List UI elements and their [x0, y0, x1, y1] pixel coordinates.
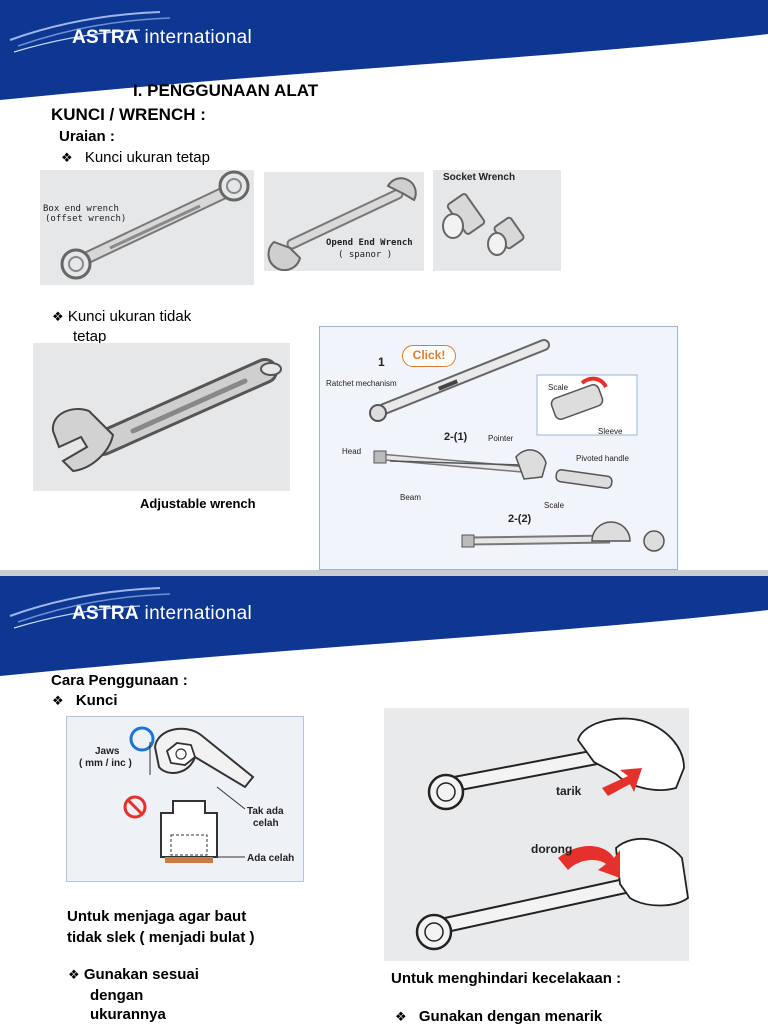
- hand-wrench-image: tarik dorong: [384, 708, 689, 961]
- socket-wrench-image: Socket Wrench: [433, 170, 561, 271]
- box-end-wrench-icon: [60, 170, 250, 280]
- left-bullet-line-2: dengan: [90, 987, 144, 1004]
- box-end-wrench-image: Box end wrench (offset wrench): [40, 170, 254, 285]
- torque-wrench-icon: [369, 339, 665, 552]
- adjustable-wrench-icon: [51, 358, 282, 473]
- wrench-fit-icon: [123, 726, 255, 863]
- bullet-kunci: ❖ Kunci: [52, 692, 118, 709]
- slide-separator: [0, 570, 768, 576]
- astra-logo: ASTRA international: [72, 27, 252, 48]
- left-text-line-1: Untuk menjaga agar baut: [67, 908, 247, 925]
- uraian-label: Uraian :: [59, 128, 115, 145]
- bullet-icon: ❖: [395, 1009, 407, 1024]
- astra-logo: ASTRA international: [72, 603, 252, 624]
- left-text-line-2: tidak slek ( menjadi bulat ): [67, 929, 255, 946]
- hand-pull-push-icon: [415, 717, 689, 951]
- cara-penggunaan-heading: Cara Penggunaan :: [51, 672, 188, 689]
- open-end-wrench-icon: [267, 177, 417, 272]
- bullet-icon: ❖: [68, 967, 80, 982]
- socket-icon: [442, 193, 525, 256]
- right-text: Untuk menghindari kecelakaan :: [391, 970, 622, 987]
- open-end-wrench-image: Opend End Wrench ( spanor ): [264, 172, 424, 272]
- bullet-adjustable-size-cont: tetap: [73, 328, 107, 345]
- section-subtitle: KUNCI / WRENCH :: [51, 105, 206, 124]
- left-bullet-line-3: ukurannya: [90, 1006, 166, 1023]
- header-banner: [0, 0, 768, 100]
- jaws-diagram: Jaws ( mm / inc ) Tak ada celah Ada cela…: [66, 716, 304, 882]
- right-bullet: ❖ Gunakan dengan menarik: [395, 1008, 603, 1024]
- bullet-icon: ❖: [52, 693, 64, 708]
- torque-wrench-diagram: 1 Click! Ratchet mechanism Scale Sleeve …: [319, 326, 678, 570]
- left-bullet: ❖ Gunakan sesuai: [68, 966, 199, 983]
- click-bubble: Click!: [402, 345, 456, 367]
- bullet-icon: ❖: [52, 309, 64, 324]
- slide-2: ASTRA international Cara Penggunaan : ❖ …: [0, 576, 768, 1024]
- bullet-icon: ❖: [61, 150, 73, 165]
- slide-1: ASTRA international I. PENGGUNAAN ALAT K…: [0, 0, 768, 570]
- adjustable-wrench-image: [33, 343, 290, 491]
- page-title: I. PENGGUNAAN ALAT: [133, 81, 319, 100]
- header-banner: [0, 576, 768, 676]
- bullet-adjustable-size: ❖ Kunci ukuran tidak: [52, 308, 192, 325]
- bullet-fixed-size: ❖ Kunci ukuran tetap: [61, 149, 210, 166]
- adjustable-wrench-caption: Adjustable wrench: [140, 496, 256, 511]
